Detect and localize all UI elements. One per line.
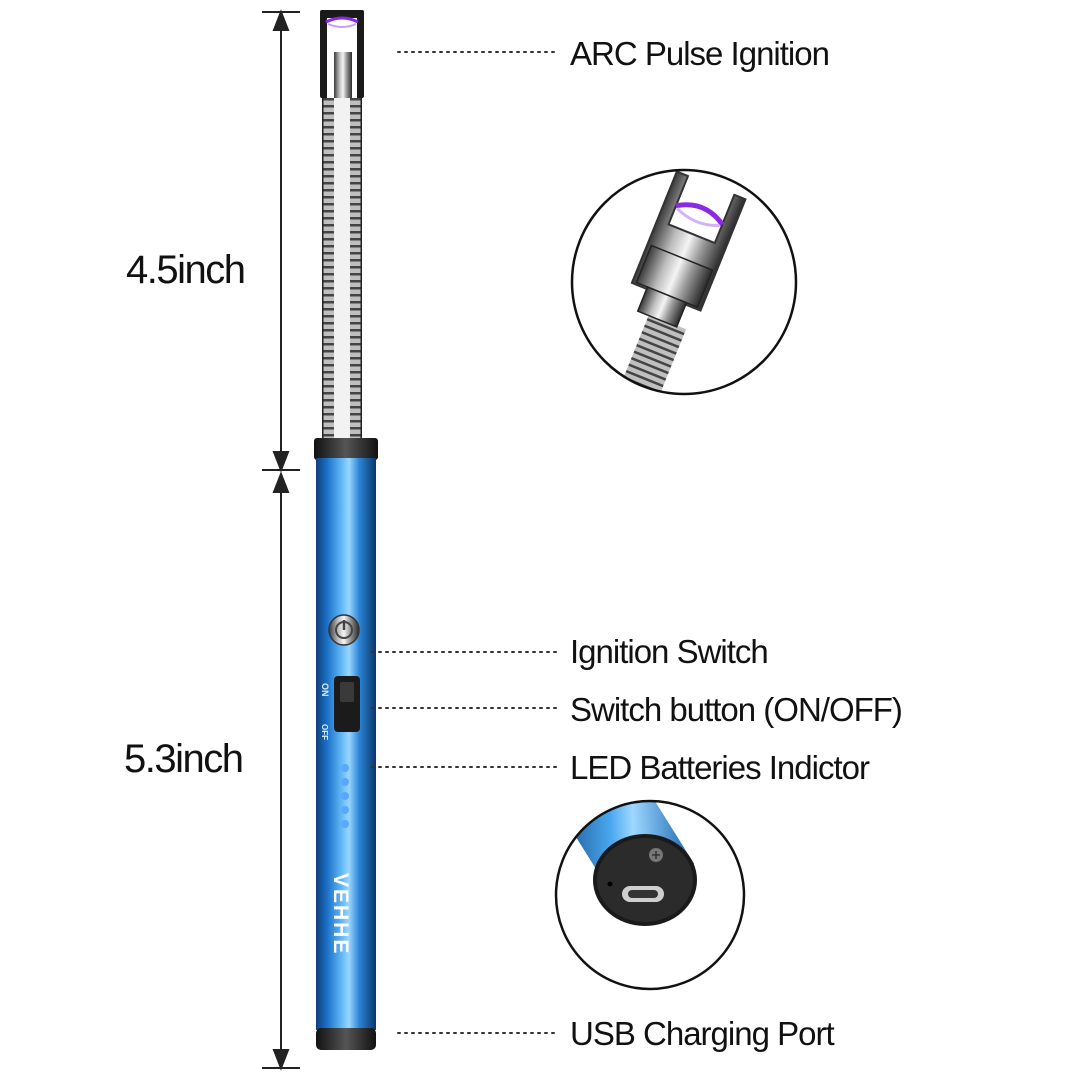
arc-tip-icon [320, 10, 364, 98]
led-indicator-group [341, 764, 349, 828]
dimension-label-lower: 5.3inch [124, 737, 244, 781]
led-dot-icon [341, 778, 349, 786]
callout-switch-button: Switch button (ON/OFF) [570, 691, 903, 728]
dimension-line-upper [262, 9, 300, 473]
brand-logo: VEHHE [329, 873, 352, 955]
callout-arc-pulse-ignition: ARC Pulse Ignition [570, 35, 830, 72]
usb-port-closeup-icon [554, 799, 746, 991]
switch-on-mark: ON [320, 683, 330, 697]
lighter-body [316, 458, 376, 1030]
lighter: ON OFF VEHHE [314, 10, 378, 1050]
led-dot-icon [341, 820, 349, 828]
led-dot-icon [341, 806, 349, 814]
bottom-cap [316, 1028, 376, 1050]
top-cap [314, 438, 378, 460]
switch-off-mark: OFF [320, 724, 329, 740]
flexible-neck [322, 98, 362, 440]
callout-ignition-switch: Ignition Switch [570, 633, 769, 670]
led-dot-icon [341, 764, 349, 772]
led-dot-icon [341, 792, 349, 800]
slide-switch-icon [334, 676, 360, 732]
ignition-switch-icon [328, 614, 360, 646]
dimension-line-lower [262, 471, 300, 1071]
dimension-label-upper: 4.5inch [126, 248, 246, 292]
callout-led-indicator: LED Batteries Indictor [570, 749, 870, 786]
callout-usb-charging-port: USB Charging Port [570, 1015, 835, 1052]
arc-tip-closeup-icon [570, 168, 798, 396]
